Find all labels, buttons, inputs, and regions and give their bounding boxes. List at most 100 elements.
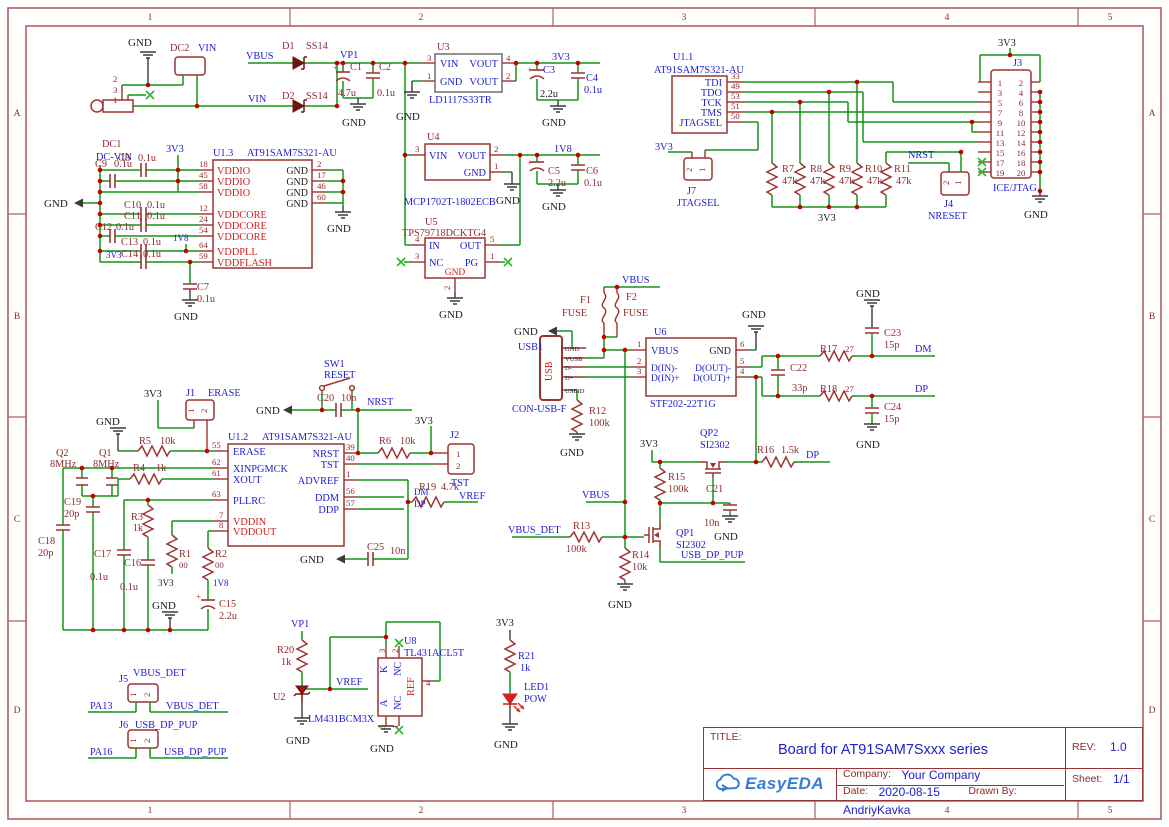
label-c17[interactable]: C17 (94, 549, 111, 560)
gnd-symbol[interactable] (863, 299, 881, 307)
label-3v3[interactable]: 3V3 (106, 250, 122, 260)
diode-symbol[interactable] (292, 56, 308, 70)
label-advref[interactable]: ADVREF (298, 476, 339, 487)
label-0-1u[interactable]: 0.1u (143, 249, 161, 260)
label-c14[interactable]: C14 (121, 249, 138, 260)
label-5[interactable]: 5 (490, 234, 495, 244)
label-33p[interactable]: 33p (792, 383, 807, 394)
label-led1[interactable]: LED1 (524, 682, 549, 693)
label-2[interactable]: 2 (113, 74, 117, 84)
label-4-7k[interactable]: 4.7k (441, 482, 460, 493)
label-gnd[interactable]: GND (174, 311, 198, 323)
resistor-symbol[interactable] (129, 473, 163, 485)
component-body[interactable] (212, 159, 313, 269)
gnd-symbol[interactable] (549, 105, 567, 113)
label-11[interactable]: 11 (996, 128, 1004, 138)
label-gnd[interactable]: GND (286, 735, 310, 747)
label-j7[interactable]: J7 (687, 186, 696, 197)
resistor-symbol[interactable] (377, 447, 411, 459)
switch-contact[interactable] (348, 384, 356, 392)
label-61[interactable]: 61 (212, 468, 221, 478)
label-vddcore[interactable]: VDDCORE (217, 210, 267, 221)
label-3v3[interactable]: 3V3 (415, 416, 433, 427)
label-sw1[interactable]: SW1 (324, 359, 345, 370)
label-1[interactable]: 1 (128, 739, 138, 743)
label-at91sam7s321-au[interactable]: AT91SAM7S321-AU (247, 148, 337, 159)
resistor-symbol[interactable] (766, 162, 778, 196)
label-c23[interactable]: C23 (884, 328, 901, 339)
label-tps79718dcktg4[interactable]: TPS79718DCKTG4 (402, 228, 486, 239)
label-14[interactable]: 14 (1017, 138, 1026, 148)
label-r14[interactable]: R14 (632, 550, 649, 561)
label-q2[interactable]: Q2 (56, 448, 69, 459)
label-dc-vin[interactable]: DC-VIN (96, 152, 133, 163)
label-usbid[interactable]: USBID (565, 388, 585, 395)
gnd-symbol[interactable] (334, 211, 352, 219)
crystal-symbol[interactable] (75, 477, 89, 486)
label-usb-dp-pup[interactable]: USB_DP_PUP (681, 550, 744, 561)
label-vddio[interactable]: VDDIO (217, 166, 251, 177)
label-c5[interactable]: C5 (548, 166, 560, 177)
label-nrst[interactable]: NRST (367, 397, 394, 408)
label-10n[interactable]: 10n (390, 546, 405, 557)
dc-jack-body[interactable] (102, 99, 134, 113)
label-c7[interactable]: C7 (197, 282, 209, 293)
capacitor-symbol[interactable] (864, 327, 880, 334)
label-3v3[interactable]: 3V3 (496, 618, 514, 629)
label-gnd[interactable]: GND (608, 599, 632, 611)
label-56[interactable]: 56 (346, 486, 355, 496)
label-r16[interactable]: R16 (757, 445, 774, 456)
component-body[interactable] (940, 171, 970, 196)
label-vddcore[interactable]: VDDCORE (217, 232, 267, 243)
label-27[interactable]: 27 (845, 344, 854, 354)
polarized-capacitor-symbol[interactable] (529, 161, 545, 172)
label-jtagsel[interactable]: JTAGSEL (677, 198, 720, 209)
label-r13[interactable]: R13 (573, 521, 590, 532)
label-gnd[interactable]: GND (300, 554, 324, 566)
resistor-symbol[interactable] (137, 445, 171, 457)
mosfet-symbol[interactable] (643, 521, 661, 549)
label-d[interactable]: D- (565, 365, 572, 372)
label-vbus-det[interactable]: VBUS_DET (166, 701, 219, 712)
label-1[interactable]: 1 (346, 469, 350, 479)
label-stf202-22t1g[interactable]: STF202-22T1G (650, 399, 716, 410)
label-out[interactable]: OUT (460, 241, 482, 252)
label-51[interactable]: 51 (731, 101, 740, 111)
gnd-symbol[interactable] (446, 297, 464, 305)
polarized-capacitor-symbol[interactable] (335, 71, 351, 82)
label-tms[interactable]: TMS (701, 108, 722, 119)
sheet-title[interactable]: Board for AT91SAM7Sxxx series (777, 742, 989, 758)
label-20p[interactable]: 20p (64, 509, 79, 520)
label-vref[interactable]: VREF (459, 491, 486, 502)
label-7[interactable]: 7 (998, 108, 1003, 118)
label-usb-dp-pup[interactable]: USB_DP_PUP (135, 720, 198, 731)
label-0-1u[interactable]: 0.1u (197, 294, 215, 305)
label-00[interactable]: 00 (179, 560, 188, 570)
label-c21[interactable]: C21 (706, 484, 723, 495)
component-body[interactable] (424, 237, 486, 279)
label-15p[interactable]: 15p (884, 340, 899, 351)
label-gnd[interactable]: GND (440, 77, 463, 88)
label-2[interactable]: 2 (456, 461, 460, 471)
label-f1[interactable]: F1 (580, 295, 591, 306)
component-body[interactable] (185, 399, 215, 421)
label-10k[interactable]: 10k (400, 436, 416, 447)
switch-contact[interactable] (318, 384, 326, 392)
label-r9[interactable]: R9 (839, 164, 851, 175)
label-vbus[interactable]: VBUS (246, 51, 274, 62)
label-dc1[interactable]: DC1 (102, 139, 121, 150)
label-d1[interactable]: D1 (282, 41, 295, 52)
label-u1-2[interactable]: U1.2 (228, 432, 248, 443)
label-u6[interactable]: U6 (654, 327, 667, 338)
label-3v3[interactable]: 3V3 (655, 142, 673, 153)
resistor-symbol[interactable] (654, 467, 666, 501)
label-dp[interactable]: DP (414, 499, 426, 509)
gnd-symbol[interactable] (139, 51, 157, 59)
label-10k[interactable]: 10k (632, 562, 648, 573)
label-2[interactable]: 2 (390, 649, 400, 653)
label-2[interactable]: 2 (941, 181, 951, 185)
label-c16[interactable]: C16 (124, 558, 141, 569)
gnd-arrow-symbol[interactable] (74, 198, 83, 208)
label-erase[interactable]: ERASE (233, 447, 266, 458)
label-r3[interactable]: R3 (131, 512, 143, 523)
